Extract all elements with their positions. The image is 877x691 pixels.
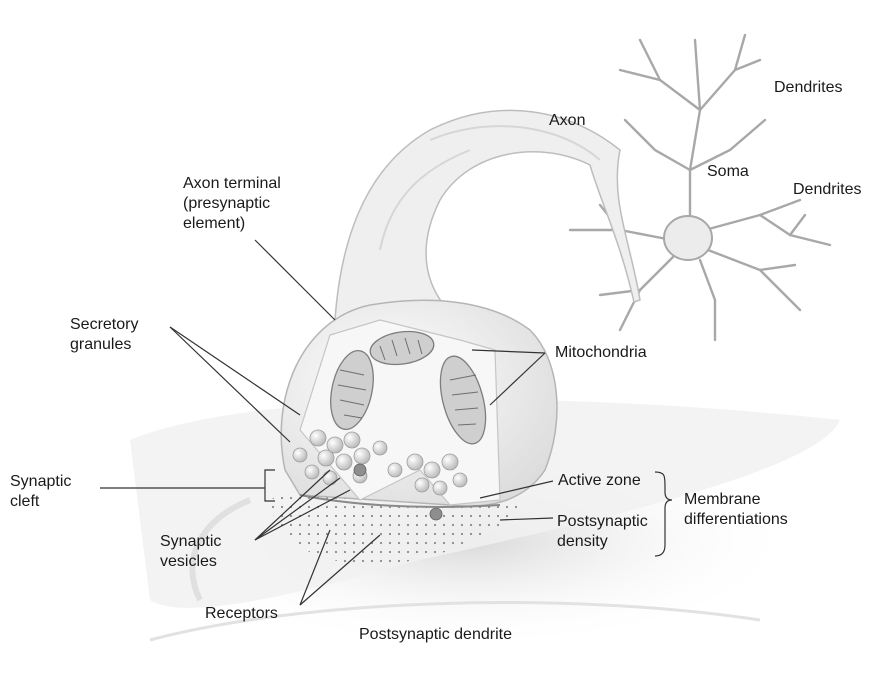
- label-axon-terminal: Axon terminal (presynaptic element): [183, 174, 281, 234]
- label-active-zone: Active zone: [558, 471, 641, 491]
- label-synaptic-vesicles: Synaptic vesicles: [160, 532, 221, 572]
- soma-body: [664, 216, 712, 260]
- label-dendrites-top: Dendrites: [774, 78, 842, 98]
- axon-terminal-shape: [281, 300, 557, 520]
- label-axon: Axon: [549, 111, 585, 131]
- label-synaptic-cleft: Synaptic cleft: [10, 472, 71, 512]
- label-postsynaptic-dendrite: Postsynaptic dendrite: [359, 625, 512, 645]
- label-membrane-differentiations: Membrane differentiations: [684, 490, 788, 530]
- label-secretory-granules: Secretory granules: [70, 315, 138, 355]
- label-mitochondria: Mitochondria: [555, 343, 647, 363]
- label-receptors: Receptors: [205, 604, 278, 624]
- axon-shape: [335, 110, 640, 330]
- label-postsynaptic-density: Postsynaptic density: [557, 512, 648, 552]
- label-dendrites-right: Dendrites: [793, 180, 861, 200]
- label-soma: Soma: [707, 162, 749, 182]
